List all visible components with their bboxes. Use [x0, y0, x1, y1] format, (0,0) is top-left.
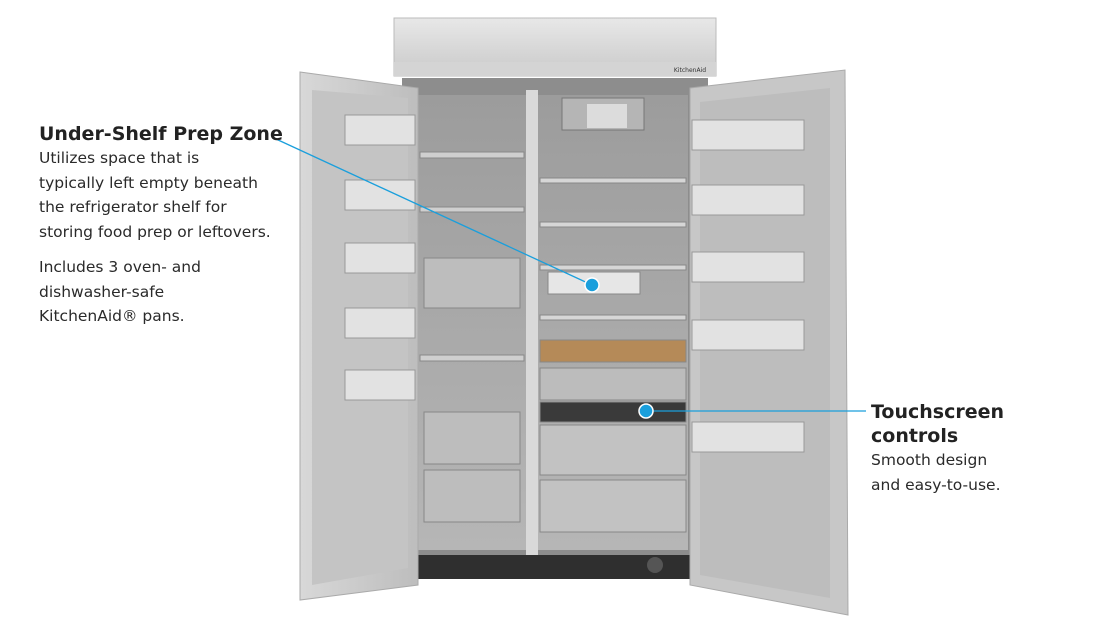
prep-zone-marker: [584, 277, 600, 293]
touchscreen-marker: [638, 403, 654, 419]
text-line: typically left empty beneath: [39, 173, 258, 192]
prep-zone-callout: Under-Shelf Prep Zone Utilizes space tha…: [39, 122, 289, 329]
prep-zone-pans-note: Includes 3 oven- and dishwasher-safe Kit…: [39, 255, 289, 329]
text-line: the refrigerator shelf for: [39, 198, 227, 216]
prep-zone-leader-line: [275, 138, 593, 286]
text-line: and easy-to-use.: [871, 475, 1001, 494]
freezer-shelves: [419, 151, 525, 523]
prep-zone-description: Utilizes space that is typically left em…: [39, 146, 289, 244]
touchscreen-description: Smooth design and easy-to-use.: [871, 448, 1071, 497]
text-line: Utilizes space that is: [39, 149, 200, 167]
text-line: KitchenAid® pans.: [39, 307, 185, 325]
text-line: Includes 3 oven- and: [39, 258, 201, 276]
title-line: Touchscreen: [871, 401, 1005, 423]
brand-logo: KitchenAid: [674, 67, 706, 74]
title-line: controls: [871, 425, 959, 447]
prep-zone-title: Under-Shelf Prep Zone: [39, 123, 283, 145]
text-line: Smooth design: [871, 451, 988, 469]
touchscreen-callout: Touchscreen controls Smooth design and e…: [871, 400, 1071, 497]
text-line: storing food prep or leftovers.: [39, 222, 271, 241]
text-line: dishwasher-safe: [39, 282, 165, 301]
touchscreen-title: Touchscreen controls: [871, 400, 1071, 448]
